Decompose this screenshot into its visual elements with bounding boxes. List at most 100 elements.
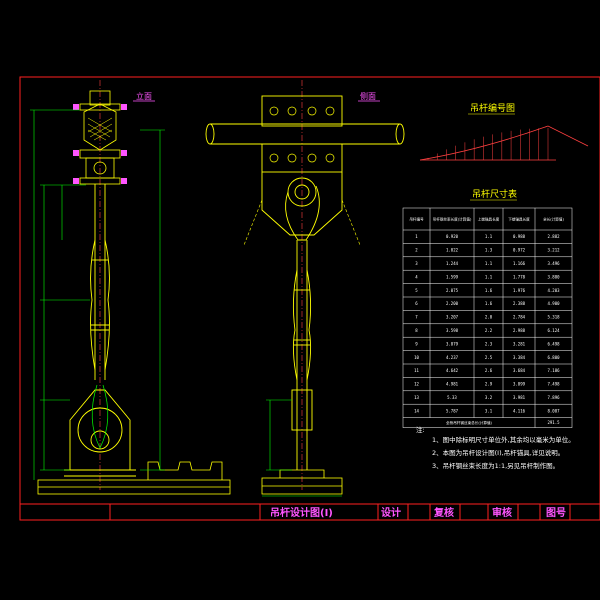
table-cell: 0.988 <box>513 234 526 239</box>
table-cell: 3.1 <box>485 408 493 413</box>
table-cell: 6.124 <box>547 328 560 333</box>
table-cell: 7.498 <box>547 382 560 387</box>
table-cell: 3.212 <box>547 248 560 253</box>
designer-label: 设计 <box>381 506 401 519</box>
table-cell: 3.207 <box>446 315 459 320</box>
table-cell: 1.599 <box>446 274 459 279</box>
table-cell: 2.200 <box>446 301 459 306</box>
front-dimensions <box>30 109 165 480</box>
table-cell: 2.6 <box>485 368 493 373</box>
front-lug-cable-curve <box>91 384 109 449</box>
front-tie-rod <box>90 184 110 380</box>
table-cell: 2.9 <box>485 382 493 387</box>
table-cell: 4.116 <box>513 408 526 413</box>
table-cell: 0.920 <box>446 234 459 239</box>
table-cell: 9 <box>415 341 418 346</box>
side-base <box>261 469 343 495</box>
table-cell: 3 <box>415 261 418 266</box>
table-cell: 0.972 <box>513 248 526 253</box>
table-cell: 1.022 <box>446 248 459 253</box>
table-cell: 2.075 <box>446 288 459 293</box>
table-cell: 1 <box>415 234 418 239</box>
table-cell: 7 <box>415 315 418 320</box>
table-cell: 10 <box>414 355 419 360</box>
table-cell: 3.981 <box>513 395 526 400</box>
table-cell: 3.879 <box>446 341 459 346</box>
table-cell: 1.3 <box>485 248 493 253</box>
side-dashed-supports <box>243 199 361 246</box>
table-cell: 2.988 <box>513 328 526 333</box>
side-view-label: 侧面 <box>360 91 376 101</box>
table-cell: 3.598 <box>446 328 459 333</box>
note-item: 1、图中除标明尺寸单位外,其余均以毫米为单位。 <box>432 435 575 444</box>
side-dimensions <box>262 399 342 497</box>
table-cell: 4.237 <box>446 355 459 360</box>
table-cell: 3.899 <box>513 382 526 387</box>
front-top-anchor <box>79 90 121 185</box>
reviewer-label: 审核 <box>492 506 512 519</box>
table-header-cell: 上端锚具长度 <box>478 217 500 222</box>
table-cell: 12 <box>414 382 419 387</box>
table-cell: 1.244 <box>446 261 459 266</box>
table-border <box>402 207 573 428</box>
table-cell: 11 <box>414 368 419 373</box>
table-cell: 6.498 <box>547 341 560 346</box>
front-view: 立面 <box>30 80 231 495</box>
table-footer-label: 全桥吊杆钢丝束总长(计算值) <box>446 420 493 425</box>
front-pin-circle <box>93 161 107 175</box>
table-cell: 5 <box>415 288 418 293</box>
table-cell: 13 <box>414 395 419 400</box>
table-cell: 6 <box>415 301 418 306</box>
scheme-title: 吊杆编号图 <box>470 102 515 114</box>
table-cell: 2.882 <box>547 234 560 239</box>
scheme-hangers <box>427 128 549 160</box>
table-cell: 5.33 <box>447 395 457 400</box>
front-gusset-hatch <box>87 117 113 141</box>
table-cell: 7.186 <box>547 368 560 373</box>
table-header-cell: 全长(计算值) <box>543 217 564 222</box>
table-header-cell: 吊杆编号 <box>409 217 424 222</box>
table-cell: 4.203 <box>547 288 560 293</box>
front-view-label: 立面 <box>136 91 152 101</box>
table-cell: 2 <box>415 248 418 253</box>
table-footer-value: 291.5 <box>547 420 560 425</box>
checker-label: 复核 <box>433 506 454 519</box>
table-cells: 吊杆编号 吊杆钢丝束长度(计算值) 上端锚具长度 下端锚具长度 全长(计算值) 1 0.92… <box>409 217 564 426</box>
table-cell: 2.5 <box>485 355 493 360</box>
hanger-size-table: 吊杆尺寸表 吊杆编号 吊杆钢丝束长度(计算值) 上端锚具长度 下端锚具长度 全长(计算值… <box>402 188 573 428</box>
note-item: 2、本图为吊杆设计图(I),吊杆锚具,详见说明。 <box>432 448 564 457</box>
drawing-title: 吊杆设计图(I) <box>270 506 333 519</box>
table-cell: 3.281 <box>513 341 526 346</box>
table-cell: 3.2 <box>485 395 493 400</box>
note-item: 3、吊杆钢丝束长度为1:1,另见吊杆制作图。 <box>432 461 559 470</box>
table-cell: 1.6 <box>485 288 493 293</box>
notes: 注: 1、图中除标明尺寸单位外,其余均以毫米为单位。 2、本图为吊杆设计图(I)… <box>416 425 575 470</box>
table-cell: 2.2 <box>485 328 493 333</box>
table-title: 吊杆尺寸表 <box>472 188 517 200</box>
table-cell: 4 <box>415 274 418 279</box>
front-base-plate <box>37 461 231 495</box>
table-cell: 3.496 <box>547 261 560 266</box>
table-cell: 1.778 <box>513 274 526 279</box>
front-top-bolts <box>73 104 127 184</box>
table-cell: 4.900 <box>547 301 560 306</box>
table-cell: 4.981 <box>446 382 459 387</box>
table-cell: 14 <box>414 408 419 413</box>
side-bolts <box>269 106 335 163</box>
table-cell: 8 <box>415 328 418 333</box>
table-cell: 2.3 <box>485 341 493 346</box>
notes-heading: 注: <box>416 425 425 434</box>
table-header-cell: 下端锚具长度 <box>508 217 530 222</box>
table-cell: 5.787 <box>446 408 459 413</box>
table-cell: 6.800 <box>547 355 560 360</box>
table-cell: 5.318 <box>547 315 560 320</box>
table-cell: 1.166 <box>513 261 526 266</box>
side-bolt-plate <box>261 95 343 236</box>
table-header-cell: 吊杆钢丝束长度(计算值) <box>433 217 472 222</box>
hanger-scheme: 吊杆编号图 <box>419 102 589 161</box>
table-cell: 8.087 <box>547 408 560 413</box>
front-bottom-lug <box>64 389 136 477</box>
table-cell: 3.880 <box>547 274 560 279</box>
side-tie-rod <box>291 240 313 470</box>
